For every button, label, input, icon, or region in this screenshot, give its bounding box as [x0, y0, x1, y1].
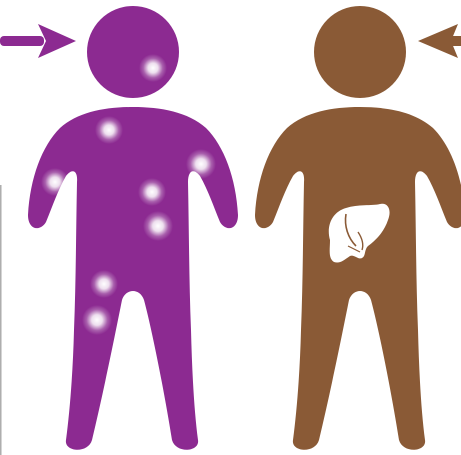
- right-figure-head: [314, 6, 406, 98]
- left-arrow-icon: [0, 24, 76, 58]
- right-figure: [255, 6, 461, 450]
- right-figure-body: [255, 107, 461, 450]
- glow-spot: [139, 54, 167, 82]
- glow-spot: [143, 211, 173, 241]
- left-figure: [28, 6, 238, 450]
- right-arrow-icon: [418, 24, 461, 58]
- glow-spot: [90, 270, 118, 298]
- glow-spot: [82, 305, 112, 335]
- glow-spot: [138, 178, 166, 206]
- glow-spot: [41, 168, 69, 196]
- left-figure-head: [87, 6, 179, 98]
- glow-spot: [186, 149, 216, 179]
- glow-spot: [95, 116, 123, 144]
